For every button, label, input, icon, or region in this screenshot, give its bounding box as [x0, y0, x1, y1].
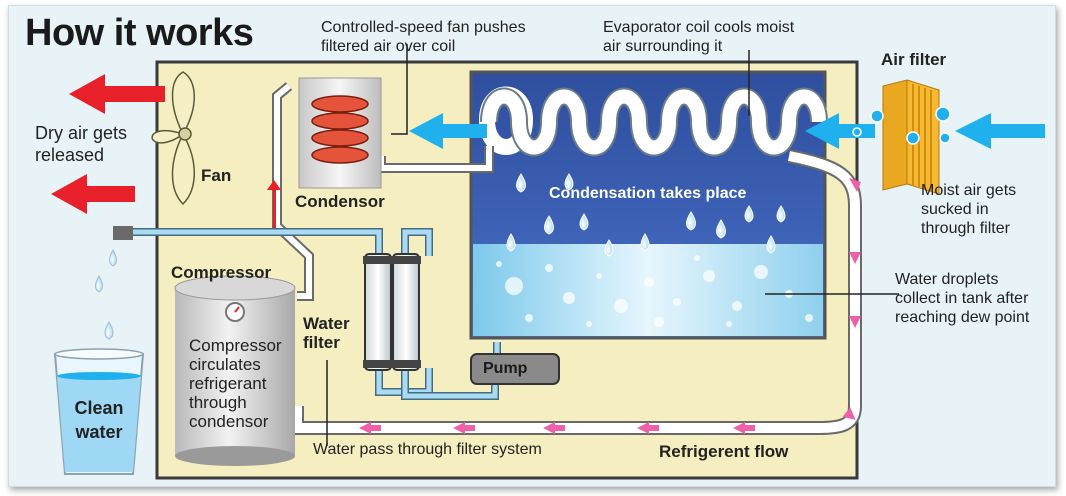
water-droplets-callout: Water droplets collect in tank after rea…	[895, 271, 1030, 326]
fan-icon	[151, 71, 195, 206]
condensation-drops	[506, 173, 786, 257]
pump-unit	[470, 353, 560, 385]
fan-callout: Controlled-speed fan pushes filtered air…	[321, 19, 526, 55]
dry-air-label: Dry air gets released	[35, 123, 128, 165]
falling-water-drops	[95, 249, 117, 340]
air-filter-label: Air filter	[881, 50, 947, 69]
callout-lines	[326, 44, 899, 446]
clean-water-glass	[53, 348, 145, 475]
water-filter-label: Water filter	[303, 314, 350, 352]
page-title: How it works	[25, 12, 254, 54]
compressor-unit	[174, 275, 296, 466]
collected-water	[473, 244, 823, 336]
evaporator-coil-loops	[480, 87, 828, 157]
compressor-label: Compressor	[171, 263, 272, 282]
water-outlet-nozzle	[113, 226, 133, 240]
refrigerant-flow-label: Refrigerent flow	[659, 442, 789, 461]
fan-label: Fan	[201, 166, 232, 185]
air-filter-unit	[852, 79, 951, 195]
compressor-description: Compressor circulates refrigerant throug…	[189, 336, 282, 431]
dry-air-arrows	[51, 74, 165, 214]
condensation-label: Condensation takes place	[549, 185, 747, 202]
diagram-frame: How it works Controlled-speed fan pushes…	[8, 5, 1056, 487]
water-filter-cartridges	[363, 253, 421, 371]
condensor-coil	[311, 95, 369, 164]
pump-label: Pump	[483, 360, 528, 377]
diagram-graphics	[51, 44, 1045, 480]
refrigerant-up-arrow	[273, 186, 276, 236]
water-outlet-pipe	[129, 228, 501, 400]
refrigerant-flow-arrows	[359, 178, 861, 434]
condensor-label: Condensor	[295, 192, 385, 211]
water-pass-label: Water pass through filter system	[313, 441, 542, 458]
moist-air-label: Moist air gets sucked in through filter	[921, 182, 1017, 237]
water-bubbles	[496, 255, 813, 327]
evaporator-callout: Evaporator coil cools moist air surround…	[603, 19, 795, 55]
clean-water-label: Clean water	[74, 398, 124, 442]
